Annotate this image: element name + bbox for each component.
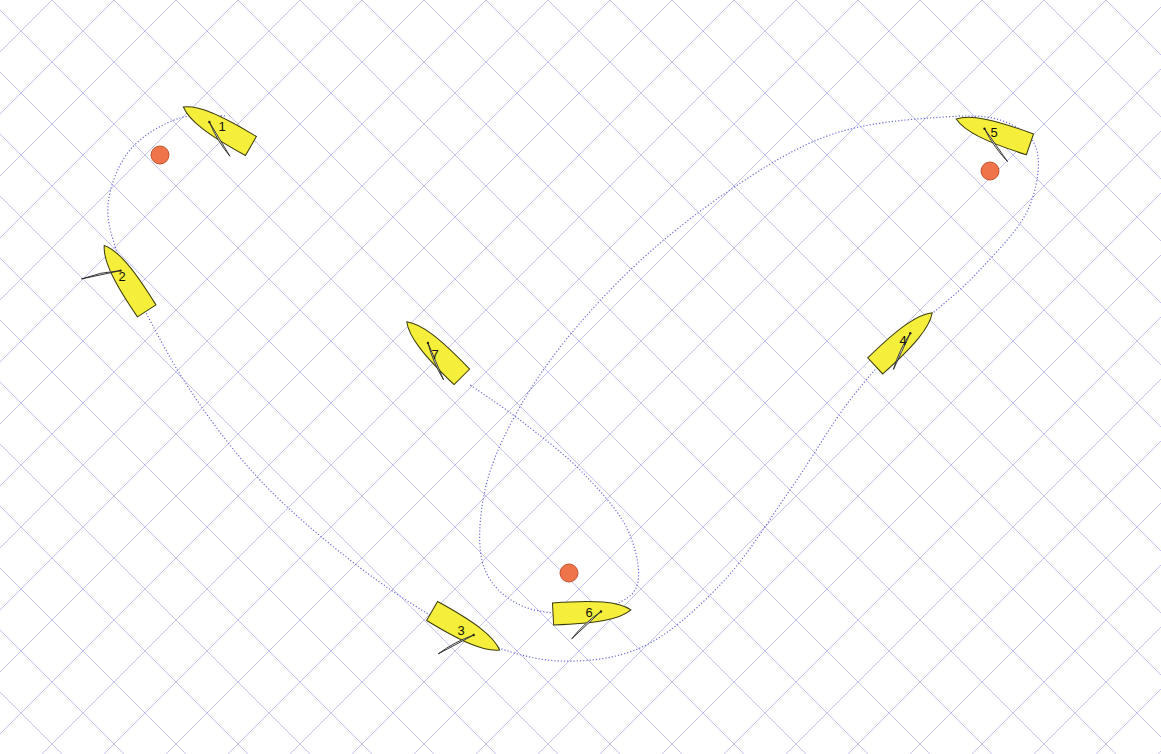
- grid-line: [166, 0, 920, 754]
- boat: 4: [858, 295, 948, 385]
- grid-line: [0, 0, 372, 754]
- mark-buoy: [981, 162, 999, 180]
- grid-line: [424, 0, 1161, 754]
- grid-line: [114, 0, 868, 754]
- grid-line: [848, 0, 1161, 754]
- grid-line: [176, 0, 930, 754]
- boat-number: 7: [431, 348, 438, 361]
- hull-shape: [95, 239, 156, 317]
- grid-line: [786, 0, 1161, 754]
- mast: [983, 128, 985, 130]
- grid-line: [0, 0, 610, 754]
- grid-line: [238, 0, 992, 754]
- boat: 3: [420, 585, 510, 675]
- mast: [208, 121, 210, 123]
- grid-line: [0, 0, 114, 754]
- boat-number: 6: [585, 606, 592, 619]
- boat-hull: [420, 585, 510, 675]
- grid-line: [858, 0, 1161, 754]
- boat-hull: [81, 234, 171, 324]
- grid-line: [290, 0, 1044, 754]
- boat-hull: [173, 82, 263, 172]
- grid-line: [538, 0, 1161, 754]
- boat-number: 1: [218, 120, 225, 133]
- grid-line: [0, 0, 52, 754]
- boat: 7: [390, 305, 480, 395]
- grid-line: [0, 0, 548, 754]
- grid-line: [0, 0, 486, 754]
- course-track: [108, 115, 1039, 661]
- grid-line: [724, 0, 1161, 754]
- grid-line: [0, 0, 424, 754]
- grid-line: [0, 0, 176, 754]
- grid-line: [1044, 0, 1161, 754]
- boat: 5: [949, 87, 1039, 177]
- mast: [427, 342, 429, 344]
- grid-line: [476, 0, 1161, 754]
- grid-line: [0, 0, 734, 754]
- grid-line: [796, 0, 1161, 754]
- grid-line: [0, 0, 496, 754]
- grid-line: [734, 0, 1161, 754]
- grid-line: [414, 0, 1161, 754]
- boat: 1: [173, 82, 263, 172]
- grid-line: [920, 0, 1161, 754]
- hull-shape: [868, 305, 940, 375]
- hull-shape: [953, 108, 1034, 155]
- boat: 6: [546, 567, 636, 657]
- boat-number: 3: [457, 624, 464, 637]
- boat-number: 5: [990, 126, 997, 139]
- grid-line: [910, 0, 1161, 754]
- sail: [81, 271, 120, 279]
- grid-line: [600, 0, 1161, 754]
- grid-line: [662, 0, 1161, 754]
- mast: [600, 610, 602, 612]
- hull-shape: [178, 97, 257, 155]
- grid-line: [1096, 0, 1161, 754]
- boat-number: 2: [118, 270, 125, 283]
- grid-line: [1034, 0, 1161, 754]
- sail: [893, 333, 910, 369]
- mast: [472, 634, 474, 636]
- grid-line: [352, 0, 1106, 754]
- grid-line: [0, 0, 744, 754]
- hull-shape: [426, 601, 505, 659]
- grid-line: [548, 0, 1161, 754]
- grid-line: [0, 0, 124, 754]
- grid-line: [42, 0, 796, 754]
- mark-buoy: [151, 146, 169, 164]
- grid-line: [0, 0, 672, 754]
- marks: [151, 146, 999, 582]
- boat: 2: [81, 234, 171, 324]
- grid-line: [104, 0, 858, 754]
- grid-line: [1106, 0, 1161, 754]
- grid-line: [1158, 0, 1161, 754]
- mast: [909, 332, 911, 334]
- grid-line: [972, 0, 1161, 754]
- grid-line: [300, 0, 1054, 754]
- boat-number: 4: [899, 334, 906, 347]
- grid-line: [0, 0, 362, 754]
- grid-line: [362, 0, 1116, 754]
- grid-line: [0, 0, 300, 754]
- grid-line: [52, 0, 806, 754]
- grid-line: [610, 0, 1161, 754]
- mark-buoy: [560, 564, 578, 582]
- sail: [438, 635, 473, 654]
- grid-line: [486, 0, 1161, 754]
- hull-shape: [399, 314, 470, 385]
- hull-shape: [552, 599, 631, 625]
- sail: [428, 343, 444, 380]
- grid-line: [982, 0, 1161, 754]
